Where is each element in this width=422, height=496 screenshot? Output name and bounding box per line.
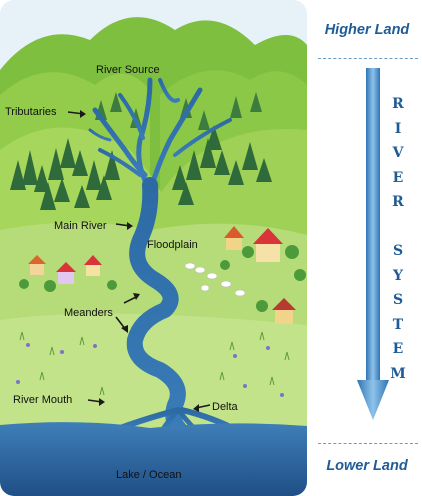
vertical-letter: S <box>392 243 404 259</box>
label-main-river: Main River <box>54 220 107 232</box>
house-2 <box>253 228 283 262</box>
vertical-letter: R <box>392 96 404 112</box>
label-arrows <box>67 110 211 412</box>
vertical-letter: M <box>390 366 406 382</box>
river-system-scene: River Source Tributaries Main River Floo… <box>0 0 307 496</box>
divider-top <box>318 58 418 59</box>
label-floodplain: Floodplain <box>147 239 198 251</box>
house-1 <box>224 226 244 250</box>
vertical-letter: E <box>392 170 404 186</box>
house-4 <box>56 262 76 284</box>
bushes <box>19 245 306 312</box>
label-delta: Delta <box>212 401 239 413</box>
tree-cluster-right <box>172 125 272 205</box>
grass-tufts <box>19 331 290 396</box>
lake-ocean <box>0 422 307 496</box>
tree-cluster-left <box>10 138 120 210</box>
main-river <box>126 177 188 438</box>
lower-land-label: Lower Land <box>326 458 408 474</box>
house-5 <box>84 255 102 276</box>
house-3 <box>28 255 46 275</box>
vertical-letter: V <box>392 145 404 161</box>
vertical-letter: Y <box>393 268 403 284</box>
label-meanders: Meanders <box>64 307 113 319</box>
label-river-source: River Source <box>96 64 160 76</box>
higher-land-label: Higher Land <box>324 22 410 38</box>
vertical-letter: E <box>392 341 404 357</box>
vertical-letter: I <box>394 121 402 137</box>
house-6 <box>272 298 296 324</box>
label-tributaries: Tributaries <box>5 106 57 118</box>
sheep <box>184 262 246 297</box>
label-river-mouth: River Mouth <box>13 394 72 406</box>
label-lake-ocean: Lake / Ocean <box>116 469 181 481</box>
tributaries <box>88 77 232 193</box>
flowers <box>16 343 284 397</box>
down-arrow <box>357 68 389 420</box>
vertical-letter: R <box>392 194 404 210</box>
vertical-letter: T <box>392 317 404 333</box>
divider-bottom <box>318 443 418 444</box>
vertical-letter: S <box>392 292 404 308</box>
